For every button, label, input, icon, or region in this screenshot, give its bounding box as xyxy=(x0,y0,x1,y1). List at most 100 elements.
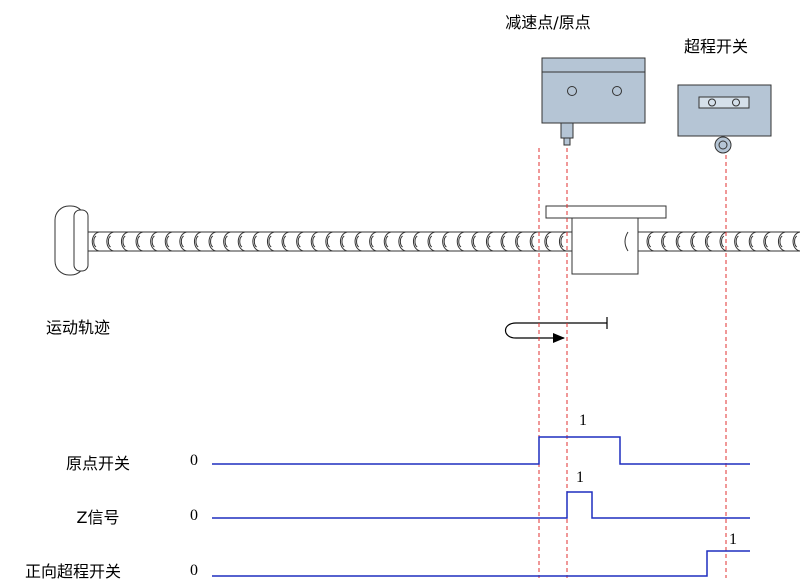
thread-arc xyxy=(442,231,450,252)
thread-arc-inner xyxy=(312,235,316,248)
thread-arc-inner xyxy=(429,235,433,248)
thread-arc xyxy=(266,231,275,252)
thread-arc xyxy=(661,231,669,252)
thread-arc xyxy=(91,231,100,252)
thread-arc-inner xyxy=(721,235,725,248)
thread-arc xyxy=(792,231,800,252)
signal-low-value: 0 xyxy=(190,507,198,524)
thread-arc xyxy=(646,231,654,252)
signal-name: 正向超程开关 xyxy=(25,562,121,581)
thread-arc xyxy=(135,231,143,252)
thread-arc-inner xyxy=(180,235,184,248)
thread-arc-inner xyxy=(487,235,491,248)
signal-low-value: 0 xyxy=(190,562,198,579)
thread-arc xyxy=(704,231,713,252)
thread-arc-inner xyxy=(239,235,243,248)
thread-arc-inner xyxy=(472,235,476,248)
thread-arc-inner xyxy=(648,235,652,248)
thread-arc-inner xyxy=(414,235,418,248)
thread-arc xyxy=(777,231,786,252)
thread-arc xyxy=(544,231,552,252)
carriage xyxy=(545,205,667,275)
thread-arc xyxy=(412,231,421,252)
thread-arc-inner xyxy=(735,235,739,248)
decel-home-label: 减速点/原点 xyxy=(505,13,590,32)
thread-arc xyxy=(471,231,479,252)
thread-arc xyxy=(427,231,435,252)
thread-arc-inner xyxy=(122,235,126,248)
thread-arc-inner xyxy=(794,235,798,248)
signal-home-switch: 原点开关 0 1 xyxy=(66,412,750,473)
thread-arc xyxy=(164,231,173,252)
thread-arc-inner xyxy=(516,235,520,248)
thread-arc-inner xyxy=(137,235,141,248)
thread-arc xyxy=(763,231,771,252)
thread-arc-inner xyxy=(560,235,564,248)
thread-arc xyxy=(719,231,727,252)
thread-arc-inner xyxy=(297,235,301,248)
thread-arc-inner xyxy=(166,235,170,248)
thread-arc-inner xyxy=(443,235,447,248)
thread-arc-inner xyxy=(151,235,155,248)
thread-arc xyxy=(252,231,260,252)
signal-z: Z信号 0 1 xyxy=(77,469,750,527)
motion-track xyxy=(504,317,608,343)
thread-arc xyxy=(690,231,698,252)
thread-arc xyxy=(529,231,538,252)
thread-arc-inner xyxy=(691,235,695,248)
thread-arc-inner xyxy=(458,235,462,248)
thread-arc-inner xyxy=(253,235,257,248)
thread-arc-inner xyxy=(370,235,374,248)
overtravel-switch xyxy=(677,84,772,154)
thread-arc xyxy=(223,231,231,252)
screw-threads xyxy=(91,231,800,252)
thread-arc xyxy=(369,231,377,252)
thread-arc-inner xyxy=(107,235,111,248)
thread-arc xyxy=(748,231,757,252)
thread-arc xyxy=(354,231,362,252)
thread-arc-inner xyxy=(706,235,710,248)
thread-arc-inner xyxy=(764,235,768,248)
thread-arc xyxy=(734,231,742,252)
thread-arc-inner xyxy=(341,235,345,248)
thread-arc-inner xyxy=(195,235,199,248)
thread-arc-inner xyxy=(502,235,506,248)
thread-arc-inner xyxy=(545,235,549,248)
thread-arc-inner xyxy=(224,235,228,248)
thread-arc-inner xyxy=(356,235,360,248)
decel-home-sensor xyxy=(541,57,646,146)
thread-arc-inner xyxy=(283,235,287,248)
thread-arc xyxy=(179,231,187,252)
signal-name: Z信号 xyxy=(77,508,120,527)
thread-arc-inner xyxy=(677,235,681,248)
thread-arc xyxy=(120,231,129,252)
thread-arc-inner xyxy=(531,235,535,248)
thread-arc-inner xyxy=(662,235,666,248)
thread-arc-inner xyxy=(268,235,272,248)
signal-name: 原点开关 xyxy=(66,454,130,473)
thread-arc xyxy=(310,231,319,252)
thread-arc xyxy=(500,231,508,252)
thread-arc xyxy=(193,231,202,252)
thread-arc xyxy=(515,231,523,252)
thread-arc xyxy=(485,231,494,252)
thread-arc-inner xyxy=(399,235,403,248)
thread-arc xyxy=(208,231,216,252)
ball-screw xyxy=(54,205,800,276)
thread-arc xyxy=(383,231,392,252)
signal-high-value: 1 xyxy=(729,531,737,548)
signal-high-value: 1 xyxy=(576,469,584,486)
overtravel-switch-label: 超程开关 xyxy=(684,37,748,56)
thread-arc xyxy=(281,231,289,252)
thread-arc xyxy=(339,231,348,252)
signal-high-value: 1 xyxy=(579,412,587,429)
thread-arc-inner xyxy=(210,235,214,248)
thread-arc xyxy=(296,231,304,252)
signal-low-value: 0 xyxy=(190,452,198,469)
signal-forward-overtravel: 正向超程开关 0 1 xyxy=(25,531,750,581)
thread-arc xyxy=(150,231,158,252)
thread-arc xyxy=(675,231,684,252)
thread-arc xyxy=(456,231,465,252)
thread-arc xyxy=(398,231,406,252)
